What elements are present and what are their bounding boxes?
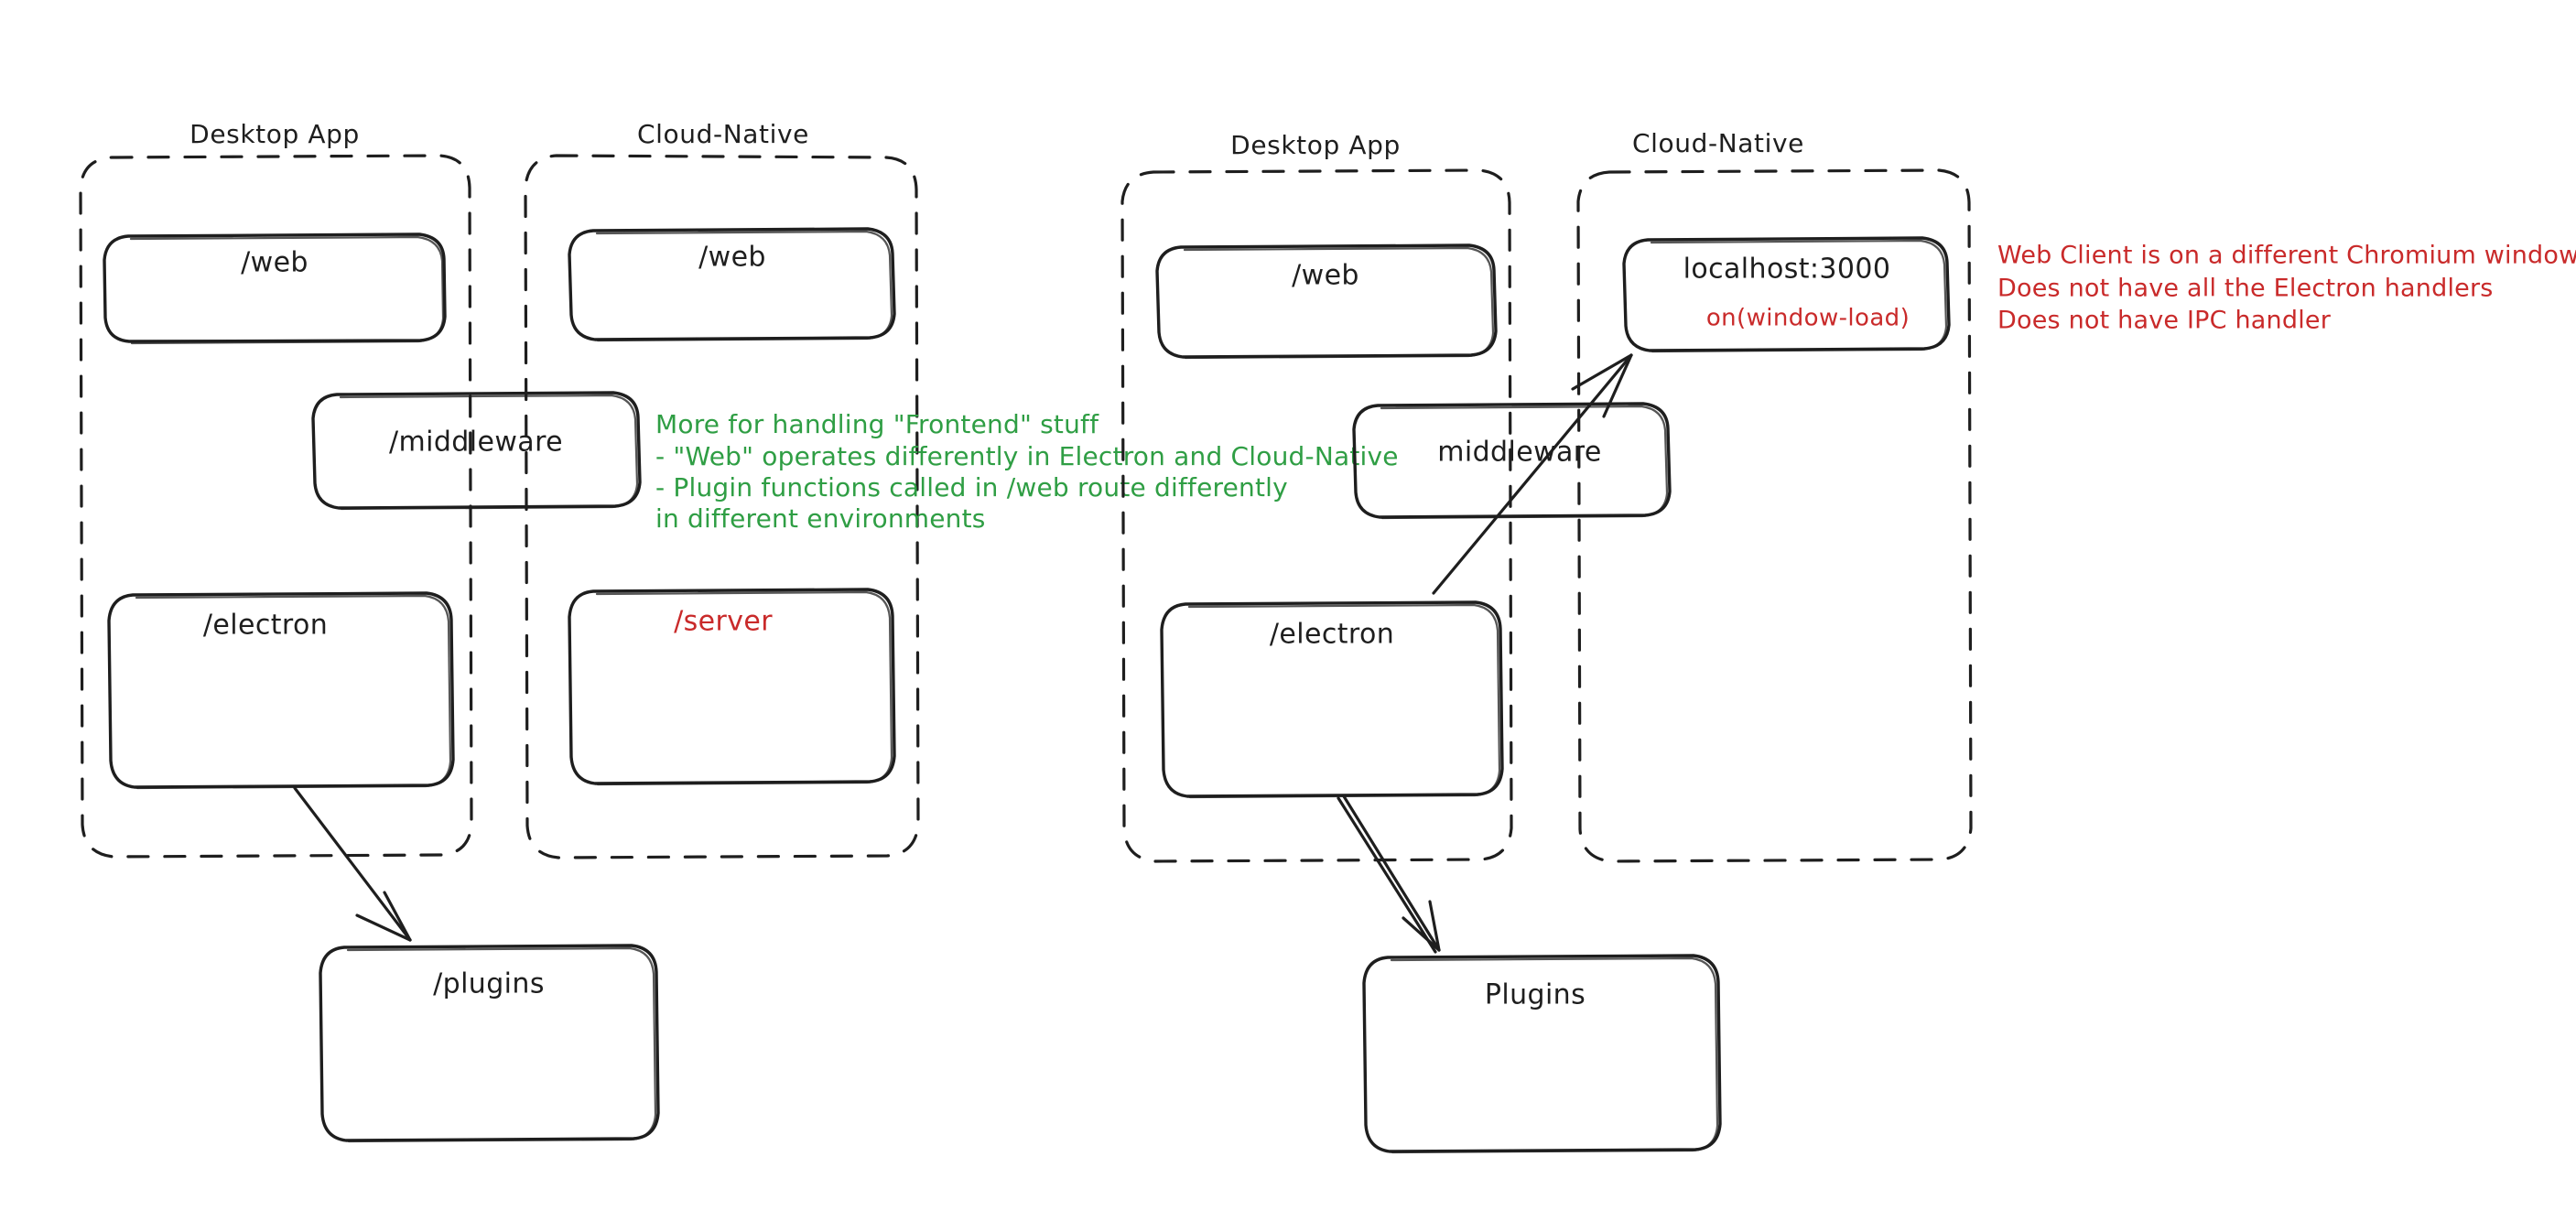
node-label-left-server: /server bbox=[674, 606, 773, 638]
node-left-electron[interactable]: /electron bbox=[107, 591, 455, 790]
group-container-right-desktop bbox=[1120, 168, 1513, 863]
annotation-red-note: Web Client is on a different Chromium wi… bbox=[1997, 242, 2576, 335]
node-right-desktop-web[interactable]: /web bbox=[1155, 243, 1498, 360]
node-label-right-plugins: Plugins bbox=[1485, 979, 1586, 1011]
node-label-right-middleware: middleware bbox=[1437, 437, 1602, 469]
green-note-line-1: More for handling "Frontend" stuff bbox=[655, 409, 1099, 439]
node-right-electron[interactable]: /electron bbox=[1160, 600, 1504, 799]
group-label-right-desktop: Desktop App bbox=[1230, 130, 1401, 160]
node-sublabel-right-localhost: on(window-load) bbox=[1706, 305, 1910, 332]
green-note-line-2: - "Web" operates differently in Electron… bbox=[655, 441, 1399, 471]
edge-right-electron-to-plugins bbox=[1337, 794, 1441, 954]
group-label-left-cloud: Cloud-Native bbox=[637, 119, 809, 149]
red-note-line-1: Web Client is on a different Chromium wi… bbox=[1997, 242, 2576, 270]
edge-left-electron-to-plugins bbox=[293, 786, 412, 942]
green-note-line-3: - Plugin functions called in /web route … bbox=[655, 472, 1288, 503]
node-left-plugins[interactable]: /plugins bbox=[319, 944, 660, 1143]
node-label-left-desktop-web: /web bbox=[241, 247, 308, 279]
red-note-line-3: Does not have IPC handler bbox=[1997, 307, 2332, 335]
node-left-desktop-web[interactable]: /web bbox=[103, 232, 447, 345]
annotation-green-note: More for handling "Frontend" stuff - "We… bbox=[655, 409, 1399, 534]
node-left-cloud-web[interactable]: /web bbox=[568, 227, 896, 342]
node-label-right-desktop-web: /web bbox=[1292, 260, 1359, 292]
green-note-line-4: in different environments bbox=[655, 503, 986, 534]
node-label-right-electron: /electron bbox=[1270, 619, 1394, 651]
node-label-left-electron: /electron bbox=[203, 610, 328, 642]
node-right-localhost[interactable]: localhost:3000 on(window-load) bbox=[1622, 236, 1951, 353]
group-container-left-cloud bbox=[524, 154, 920, 859]
node-label-left-cloud-web: /web bbox=[698, 242, 766, 274]
group-container-left-desktop bbox=[79, 154, 473, 859]
node-left-server[interactable]: /server bbox=[568, 588, 896, 786]
group-label-left-desktop: Desktop App bbox=[189, 119, 360, 149]
group-label-right-cloud: Cloud-Native bbox=[1632, 128, 1804, 158]
node-label-left-plugins: /plugins bbox=[433, 968, 545, 1000]
node-left-middleware[interactable]: /middleware bbox=[311, 391, 642, 511]
node-right-plugins[interactable]: Plugins bbox=[1362, 954, 1722, 1154]
group-container-right-cloud bbox=[1576, 168, 1973, 863]
node-label-left-middleware: /middleware bbox=[389, 427, 563, 459]
red-note-line-2: Does not have all the Electron handlers bbox=[1997, 275, 2494, 303]
node-right-middleware[interactable]: middleware bbox=[1352, 402, 1672, 520]
edge-right-electron-to-localhost bbox=[1432, 353, 1633, 595]
node-label-right-localhost: localhost:3000 bbox=[1683, 254, 1891, 286]
